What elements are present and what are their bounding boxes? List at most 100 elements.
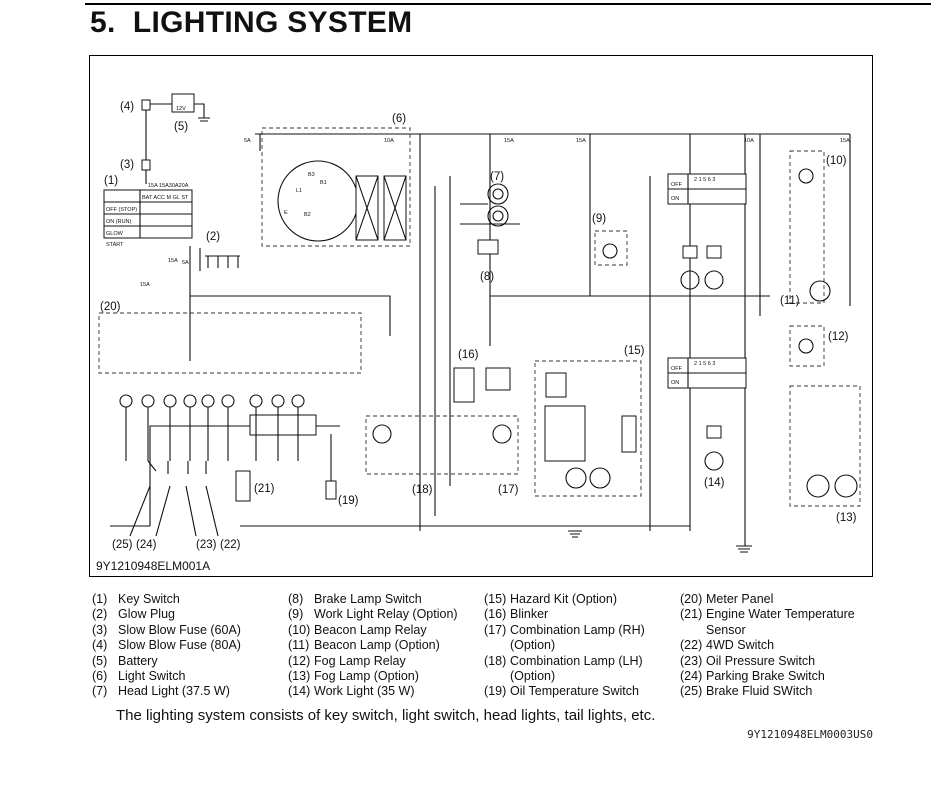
section-title-text: LIGHTING SYSTEM: [132, 6, 413, 39]
callout-5: (5): [174, 121, 188, 133]
callout-9: (9): [592, 213, 606, 225]
fog-lamp-right: [834, 474, 858, 498]
legend-item: (22)4WD Switch: [680, 638, 855, 653]
callout-7: (7): [490, 171, 504, 183]
light-switch-b3: B3: [308, 172, 315, 178]
legend-number: (16): [484, 607, 507, 622]
legend-number: (24): [680, 669, 703, 684]
legend-number-spacer: [484, 669, 510, 684]
legend-item: (25)Brake Fluid SWitch: [680, 684, 855, 699]
legend-number: (25): [680, 684, 703, 699]
relay-off-label: OFF: [671, 182, 683, 188]
combination-lamps-box: [365, 415, 519, 475]
legend-item: (17)Combination Lamp (RH): [484, 623, 645, 638]
legend-number: (8): [288, 592, 304, 606]
relay-on-label: ON: [671, 196, 679, 202]
relay-cols-label: 2 1 5 6 3: [694, 177, 715, 183]
legend-column-1: (1)Key Switch(2)Glow Plug(3)Slow Blow Fu…: [92, 592, 241, 700]
legend-item: (6)Light Switch: [92, 669, 241, 684]
legend-item: (7)Head Light (37.5 W): [92, 684, 241, 699]
beacon-lamp-box: [789, 150, 825, 304]
legend-label: Fog Lamp (Option): [314, 669, 419, 684]
legend-label: Oil Pressure Switch: [706, 653, 816, 668]
indicator-lamp: [163, 394, 177, 408]
indicator-lamp: [119, 394, 133, 408]
combination-lamp-rh: [492, 424, 512, 444]
wiring-diagram-svg: 12V 15A 15A30A20A BAT ACC M GL ST OFF (S…: [98, 93, 861, 553]
light-switch-e: E: [284, 210, 288, 216]
legend-item: (8)Brake Lamp Switch: [288, 592, 458, 607]
key-switch-row-on: ON (RUN): [106, 219, 132, 225]
legend-label-continued: (Option): [510, 669, 556, 684]
legend-item: (11)Beacon Lamp (Option): [288, 638, 458, 653]
legend-item: (24)Parking Brake Switch: [680, 669, 855, 684]
fog-lamp-left: [806, 474, 830, 498]
summary-text: The lighting system consists of key swit…: [116, 707, 656, 724]
fuse-label-15a-a: 15A: [504, 138, 514, 144]
legend-item: (9)Work Light Relay (Option): [288, 607, 458, 622]
callout-6: (6): [392, 113, 406, 125]
legend-number: (19): [484, 684, 507, 699]
legend-label: Slow Blow Fuse (60A): [118, 622, 241, 637]
legend-label: Blinker: [510, 607, 549, 622]
indicator-lamp: [291, 394, 305, 408]
legend-label: Beacon Lamp Relay: [314, 622, 427, 637]
legend-number: (14): [288, 684, 311, 699]
indicator-lamp: [249, 394, 263, 408]
callout-8: (8): [480, 271, 494, 283]
legend-label: Combination Lamp (RH): [510, 622, 645, 637]
legend-label: Work Light Relay (Option): [314, 607, 458, 622]
engine-water-temp-sensor: [235, 470, 251, 502]
key-switch-cols: BAT ACC M GL ST: [142, 195, 189, 201]
legend-label: Oil Temperature Switch: [510, 684, 639, 699]
legend-item: (3)Slow Blow Fuse (60A): [92, 623, 241, 638]
legend-label: Meter Panel: [706, 592, 774, 606]
callout-14: (14): [704, 477, 725, 489]
key-switch-row-glow: GLOW: [106, 231, 124, 237]
legend-item: (16)Blinker: [484, 607, 645, 622]
legend-label: Glow Plug: [118, 607, 175, 622]
callout-2: (2): [206, 231, 220, 243]
legend-item-continued: Sensor: [680, 623, 855, 638]
glow-plugs: [189, 246, 391, 361]
legend-label: Head Light (37.5 W): [118, 684, 230, 699]
oil-temperature-switch: [325, 480, 337, 500]
legend-number: (4): [92, 638, 108, 653]
legend-number: (13): [288, 669, 311, 684]
callout-20: (20): [100, 301, 121, 313]
combination-lamp-lh: [372, 424, 392, 444]
callout-17: (17): [498, 484, 519, 496]
legend-label: Key Switch: [118, 592, 180, 606]
legend-item: (18)Combination Lamp (LH): [484, 654, 645, 669]
key-switch-fuse-header: 15A 15A30A20A: [148, 183, 189, 189]
legend-item: (23)Oil Pressure Switch: [680, 654, 855, 669]
hazard-kit-box: [534, 360, 642, 497]
legend-number: (20): [680, 592, 703, 606]
battery-voltage-label: 12V: [176, 106, 186, 112]
legend-label-continued: (Option): [510, 638, 556, 653]
legend-number: (18): [484, 653, 507, 668]
callout-11: (11): [780, 295, 800, 307]
section-number: 5.: [90, 6, 116, 39]
callout-12: (12): [828, 331, 849, 343]
fuse-label-15a-c: 15A: [840, 138, 850, 144]
slow-blow-fuse-80a: [141, 99, 151, 111]
legend-label: Hazard Kit (Option): [510, 592, 617, 606]
legend-number: (12): [288, 653, 311, 668]
key-switch-row-off: OFF (STOP): [106, 207, 137, 213]
callout-21: (21): [254, 483, 275, 495]
legend-number: (5): [92, 653, 108, 668]
fuse-label-15a-d: 15A: [168, 258, 178, 264]
legend-number: (1): [92, 592, 108, 606]
legend-column-2: (8)Brake Lamp Switch(9)Work Light Relay …: [288, 592, 458, 700]
fuse-label-10a-a: 10A: [384, 138, 394, 144]
legend-item: (15)Hazard Kit (Option): [484, 592, 645, 607]
legend-label: Parking Brake Switch: [706, 669, 825, 684]
indicator-lamp: [201, 394, 215, 408]
legend-number: (21): [680, 607, 703, 622]
relay-table-upper: OFF ON 2 1 5 6 3: [667, 173, 747, 205]
battery-symbol: 12V: [150, 93, 210, 122]
legend-number: (15): [484, 592, 507, 606]
head-light-lower: [487, 205, 509, 227]
indicator-lamp: [271, 394, 285, 408]
